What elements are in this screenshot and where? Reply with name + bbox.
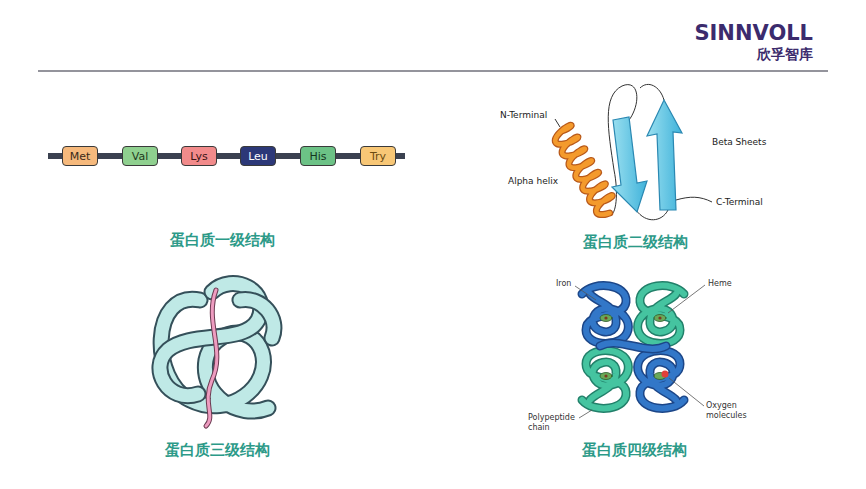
header-rule	[38, 70, 828, 71]
amino-acid-box: Lys	[181, 146, 217, 166]
structure-caption: 蛋白质一级结构	[170, 231, 275, 249]
structure-caption: 蛋白质三级结构	[165, 441, 270, 459]
chain-bond	[217, 153, 240, 159]
amino-acid-name: Leu	[248, 151, 268, 162]
tertiary-structure	[160, 284, 274, 426]
part-label: Iron	[556, 279, 571, 289]
chain-bond	[98, 153, 122, 159]
secondary-structure	[555, 84, 712, 219]
amino-acid-box: His	[300, 146, 336, 166]
amino-acid-name: Lys	[190, 151, 207, 162]
part-label: Oxygen molecules	[706, 401, 768, 420]
logo-subtitle: 欣孚智库	[757, 46, 813, 63]
terminal-label: C-Terminal	[716, 197, 763, 208]
amino-acid-box: Val	[122, 146, 158, 166]
sheet-label: Beta Sheets	[712, 137, 766, 148]
logo-text: SINNVOLL	[694, 21, 813, 46]
amino-acid-name: Try	[370, 151, 386, 162]
structure-caption: 蛋白质四级结构	[582, 441, 687, 459]
amino-acid-name: His	[309, 151, 326, 162]
part-label: Polypeptide chain	[528, 413, 578, 432]
chain-bond	[276, 153, 300, 159]
amino-acid-box: Try	[360, 146, 396, 166]
chain-bond	[158, 153, 181, 159]
leader-line	[575, 285, 705, 418]
chain-bond	[336, 153, 360, 159]
amino-acid-box: Met	[62, 146, 98, 166]
amino-acid-box: Leu	[240, 146, 276, 166]
amino-acid-name: Val	[132, 151, 148, 162]
structure-caption: 蛋白质二级结构	[583, 233, 688, 251]
amino-acid-name: Met	[70, 151, 91, 162]
quaternary-structure	[582, 286, 684, 409]
terminal-label: N-Terminal	[500, 110, 547, 121]
helix-label: Alpha helix	[508, 176, 558, 187]
part-label: Heme	[708, 279, 732, 289]
